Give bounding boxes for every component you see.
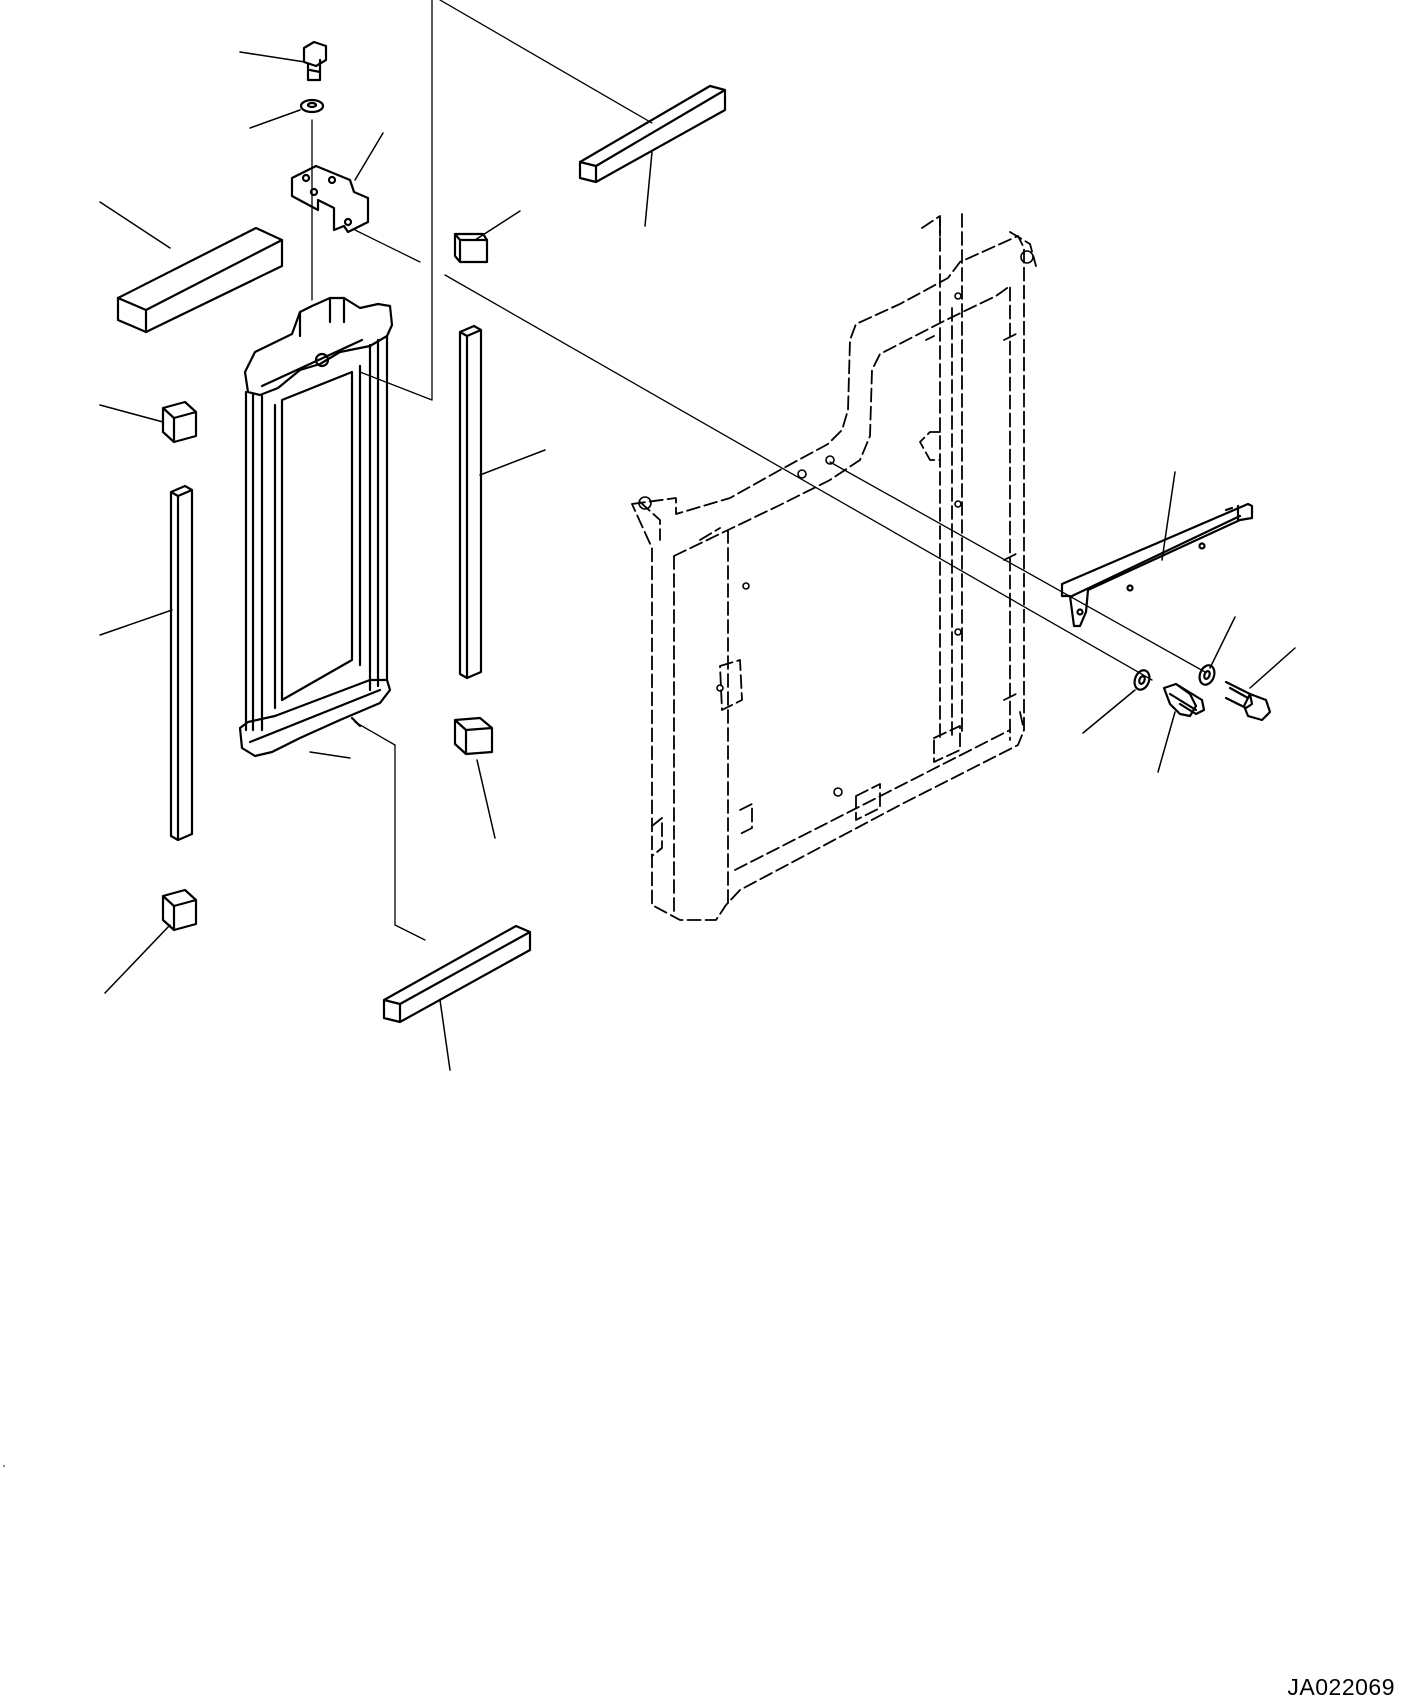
washer-upper bbox=[1198, 664, 1216, 686]
bolt-upper bbox=[1224, 680, 1272, 722]
diagram-id-code: JA022069 bbox=[1287, 1674, 1395, 1700]
stay-bracket bbox=[1060, 502, 1254, 628]
assembly-lines bbox=[311, 0, 1206, 941]
small-sponge-blocks bbox=[161, 232, 494, 932]
sponge-strip-bottom bbox=[382, 924, 532, 1024]
top-washer bbox=[299, 98, 325, 114]
radiator-frame bbox=[631, 213, 1037, 921]
sponge-seal-top-left bbox=[116, 226, 284, 334]
sponge-strip-top-right bbox=[578, 84, 727, 184]
top-bolt bbox=[302, 40, 328, 82]
frame-bolt-holes bbox=[638, 250, 1034, 797]
vertical-sponge-strip-right bbox=[458, 324, 483, 680]
vertical-sponge-strip-left bbox=[169, 484, 194, 842]
radiator-core bbox=[238, 296, 394, 758]
top-mounting-bracket bbox=[290, 164, 370, 234]
scan-dot bbox=[3, 1465, 5, 1467]
bolt-lower bbox=[1162, 682, 1206, 718]
washer-lower bbox=[1133, 669, 1151, 691]
